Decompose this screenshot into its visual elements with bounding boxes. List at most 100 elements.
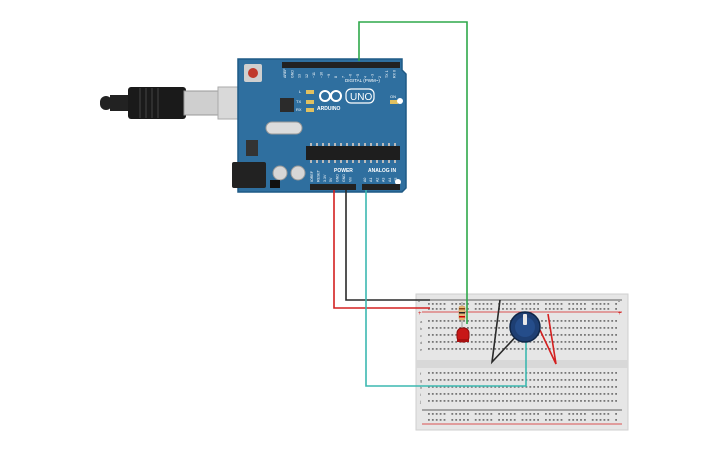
breadboard-hole[interactable] — [521, 386, 524, 388]
breadboard-hole[interactable] — [599, 419, 602, 421]
breadboard-hole[interactable] — [428, 419, 430, 421]
breadboard-hole[interactable] — [467, 379, 469, 381]
breadboard-hole[interactable] — [431, 372, 434, 374]
breadboard-hole[interactable] — [584, 372, 586, 374]
breadboard-hole[interactable] — [486, 341, 489, 343]
breadboard-hole[interactable] — [463, 303, 465, 305]
breadboard-hole[interactable] — [509, 348, 512, 350]
breadboard-hole[interactable] — [560, 320, 563, 322]
breadboard-hole[interactable] — [509, 413, 512, 415]
breadboard-hole[interactable] — [482, 379, 485, 381]
breadboard-hole[interactable] — [533, 303, 536, 305]
breadboard-hole[interactable] — [502, 341, 504, 343]
breadboard-hole[interactable] — [498, 348, 500, 350]
breadboard-hole[interactable] — [533, 372, 536, 374]
breadboard-hole[interactable] — [474, 327, 477, 329]
breadboard-hole[interactable] — [455, 341, 458, 343]
breadboard-hole[interactable] — [459, 348, 461, 350]
breadboard-hole[interactable] — [533, 419, 536, 421]
breadboard-hole[interactable] — [560, 386, 563, 388]
breadboard-hole[interactable] — [599, 400, 602, 402]
breadboard-hole[interactable] — [568, 348, 571, 350]
breadboard-hole[interactable] — [467, 348, 469, 350]
breadboard-hole[interactable] — [498, 341, 500, 343]
breadboard-hole[interactable] — [584, 320, 586, 322]
breadboard-hole[interactable] — [463, 400, 465, 402]
breadboard-hole[interactable] — [591, 320, 594, 322]
breadboard-hole[interactable] — [548, 379, 551, 381]
breadboard-hole[interactable] — [463, 379, 465, 381]
breadboard-hole[interactable] — [451, 419, 454, 421]
breadboard-hole[interactable] — [439, 348, 442, 350]
breadboard-hole[interactable] — [502, 320, 504, 322]
breadboard-hole[interactable] — [439, 303, 442, 305]
breadboard-hole[interactable] — [611, 320, 614, 322]
breadboard-hole[interactable] — [490, 419, 493, 421]
breadboard-hole[interactable] — [529, 308, 532, 310]
breadboard-hole[interactable] — [451, 320, 454, 322]
breadboard-hole[interactable] — [548, 386, 551, 388]
breadboard-hole[interactable] — [474, 379, 477, 381]
breadboard-hole[interactable] — [509, 303, 512, 305]
breadboard-hole[interactable] — [552, 327, 555, 329]
breadboard-hole[interactable] — [587, 379, 590, 381]
breadboard-hole[interactable] — [509, 386, 512, 388]
breadboard-hole[interactable] — [470, 327, 473, 329]
breadboard-hole[interactable] — [607, 341, 610, 343]
breadboard-hole[interactable] — [576, 348, 578, 350]
breadboard-hole[interactable] — [599, 308, 602, 310]
breadboard-hole[interactable] — [439, 413, 442, 415]
breadboard-hole[interactable] — [451, 327, 454, 329]
breadboard-hole[interactable] — [615, 320, 617, 322]
breadboard-hole[interactable] — [494, 400, 497, 402]
breadboard-hole[interactable] — [603, 327, 606, 329]
breadboard-hole[interactable] — [506, 400, 508, 402]
breadboard-hole[interactable] — [568, 308, 571, 310]
breadboard-hole[interactable] — [463, 348, 465, 350]
analog-header[interactable] — [362, 184, 400, 190]
breadboard-hole[interactable] — [545, 327, 547, 329]
breadboard-hole[interactable] — [455, 393, 458, 395]
breadboard-hole[interactable] — [568, 327, 571, 329]
breadboard-hole[interactable] — [541, 372, 543, 374]
breadboard-hole[interactable] — [525, 419, 528, 421]
breadboard-hole[interactable] — [459, 372, 461, 374]
breadboard-hole[interactable] — [529, 303, 532, 305]
breadboard-hole[interactable] — [529, 348, 532, 350]
breadboard-hole[interactable] — [517, 372, 520, 374]
breadboard-hole[interactable] — [494, 320, 497, 322]
breadboard-hole[interactable] — [513, 393, 516, 395]
breadboard-hole[interactable] — [572, 393, 575, 395]
breadboard-hole[interactable] — [513, 386, 516, 388]
breadboard-hole[interactable] — [490, 400, 493, 402]
breadboard-hole[interactable] — [603, 413, 606, 415]
breadboard-hole[interactable] — [447, 334, 450, 336]
breadboard-hole[interactable] — [459, 400, 461, 402]
breadboard-hole[interactable] — [502, 379, 504, 381]
breadboard-hole[interactable] — [576, 308, 578, 310]
breadboard-hole[interactable] — [564, 400, 567, 402]
breadboard-hole[interactable] — [572, 372, 575, 374]
breadboard-hole[interactable] — [587, 348, 590, 350]
breadboard-hole[interactable] — [548, 334, 551, 336]
breadboard-hole[interactable] — [545, 348, 547, 350]
breadboard-hole[interactable] — [455, 372, 458, 374]
breadboard-hole[interactable] — [443, 303, 446, 305]
breadboard-hole[interactable] — [615, 348, 617, 350]
breadboard-hole[interactable] — [537, 341, 539, 343]
breadboard-hole[interactable] — [435, 348, 438, 350]
breadboard-hole[interactable] — [490, 379, 493, 381]
breadboard-hole[interactable] — [435, 327, 438, 329]
breadboard-hole[interactable] — [615, 393, 617, 395]
breadboard-hole[interactable] — [556, 400, 559, 402]
breadboard-hole[interactable] — [525, 413, 528, 415]
breadboard-hole[interactable] — [584, 341, 586, 343]
breadboard-hole[interactable] — [498, 419, 500, 421]
breadboard-hole[interactable] — [595, 348, 598, 350]
breadboard-hole[interactable] — [529, 419, 532, 421]
breadboard-hole[interactable] — [595, 327, 598, 329]
breadboard-hole[interactable] — [498, 386, 500, 388]
breadboard-hole[interactable] — [486, 400, 489, 402]
breadboard-hole[interactable] — [463, 393, 465, 395]
breadboard-hole[interactable] — [533, 308, 536, 310]
